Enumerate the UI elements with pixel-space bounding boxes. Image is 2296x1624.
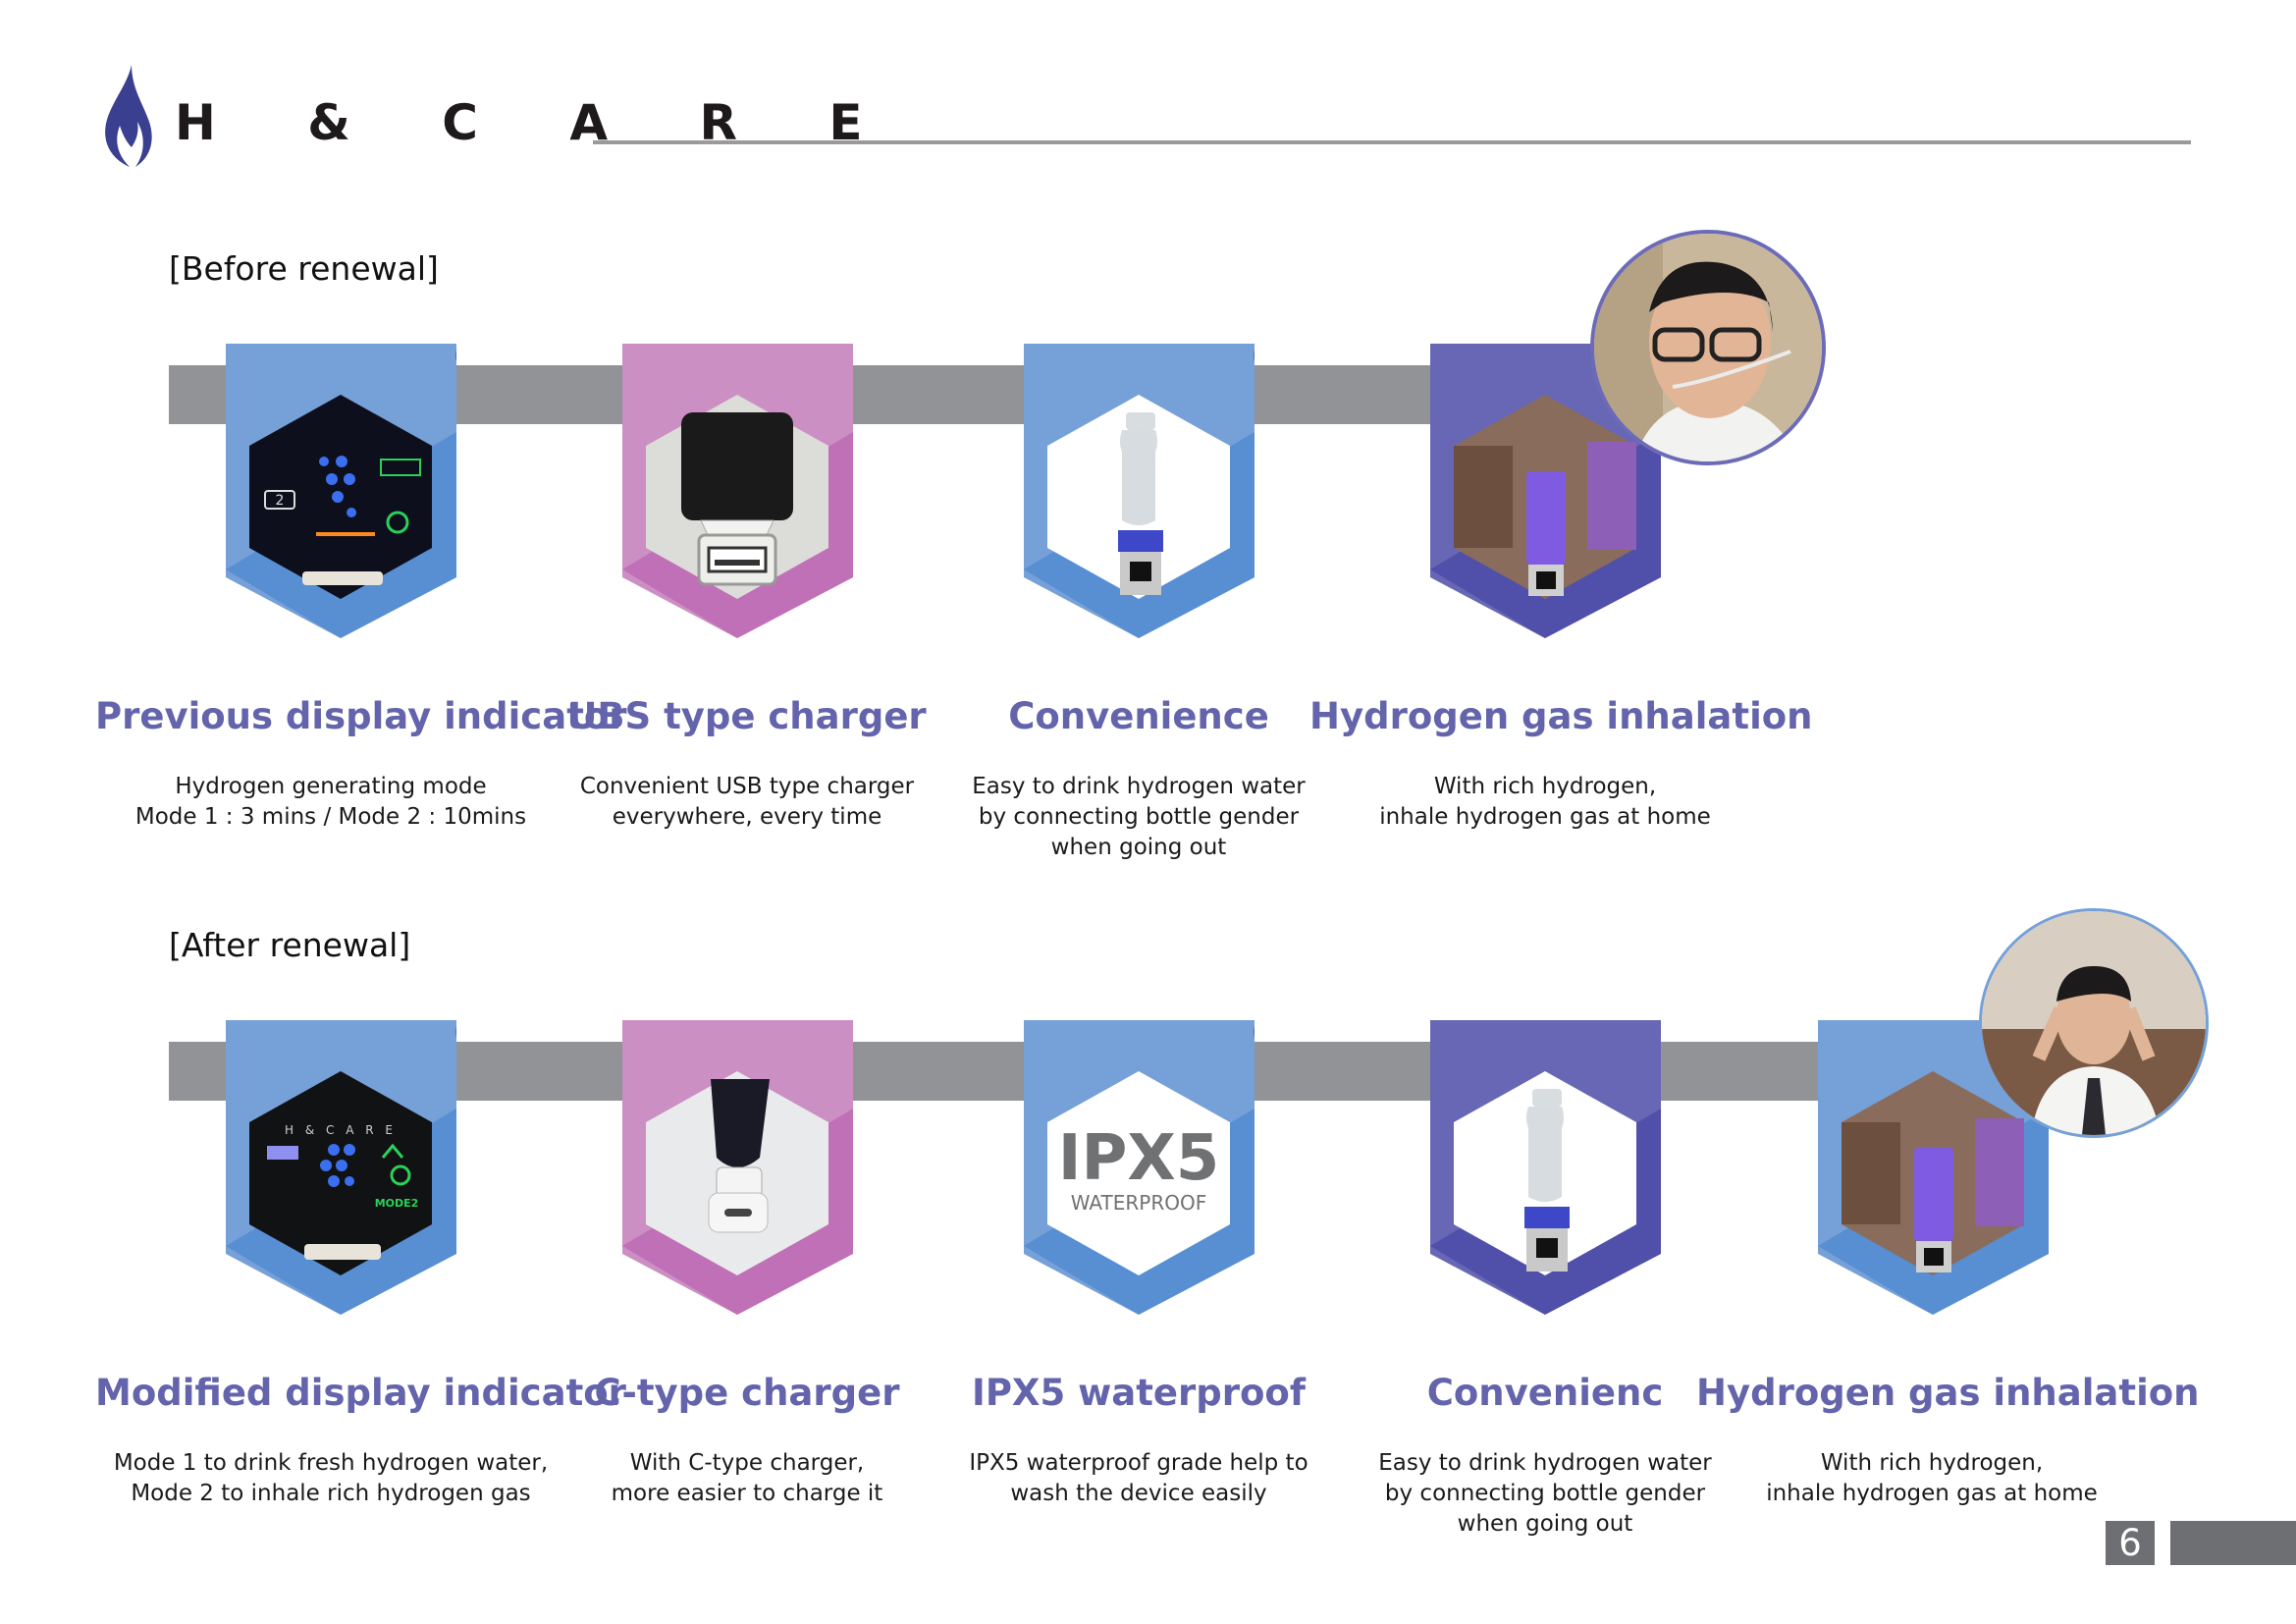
card-after-ctype <box>622 1020 853 1315</box>
card-description: With rich hydrogen,inhale hydrogen gas a… <box>1766 1450 2098 1506</box>
card-description: With C-type charger,more easier to charg… <box>611 1450 883 1506</box>
card-title: Convenienc <box>1426 1372 1664 1414</box>
portrait-inhalation-user <box>1590 230 1826 465</box>
portrait-headset-user <box>1979 908 2209 1138</box>
card-after-convenience <box>1430 1020 1661 1315</box>
page-bar <box>2170 1521 2296 1565</box>
card-title: Convenience <box>1008 695 1269 737</box>
card-after-inhalation <box>1818 1020 2049 1315</box>
display-mode-number: 2 <box>276 493 285 509</box>
page-number: 6 <box>2106 1521 2155 1565</box>
card-title: IPX5 waterproof <box>972 1372 1306 1414</box>
card-title: Hydrogen gas inhalation <box>1309 695 1813 737</box>
card-before-usb <box>622 344 853 638</box>
header-rule <box>593 140 2191 144</box>
card-before-display: 2 <box>226 344 456 638</box>
waterproof-badge-text: WATERPROOF <box>1071 1191 1207 1215</box>
display-mode-text: MODE2 <box>375 1197 419 1210</box>
section-label-after: [After renewal] <box>169 926 411 964</box>
card-title: Modified display indicator <box>95 1372 626 1414</box>
card-before-inhalation <box>1430 344 1661 638</box>
section-label-before: [Before renewal] <box>169 249 439 288</box>
card-description: With rich hydrogen,inhale hydrogen gas a… <box>1379 774 1711 830</box>
card-description: Mode 1 to drink fresh hydrogen water,Mod… <box>113 1450 549 1506</box>
card-title: C-type charger <box>594 1372 900 1414</box>
ipx5-badge-text: IPX5 <box>1058 1122 1220 1195</box>
card-title: Previous display indicator <box>95 695 627 737</box>
card-before-convenience <box>1024 344 1255 638</box>
display-brand-text: H & C A R E <box>285 1123 397 1137</box>
flame-logo-icon <box>105 65 152 167</box>
card-after-display: H & C A R E MODE2 <box>226 1020 456 1315</box>
card-title: Hydrogen gas inhalation <box>1696 1372 2200 1414</box>
brand-logo: H & C A R E <box>102 65 863 173</box>
card-title: UBS type charger <box>567 695 927 737</box>
card-after-ipx5: IPX5 WATERPROOF <box>1024 1020 1255 1315</box>
